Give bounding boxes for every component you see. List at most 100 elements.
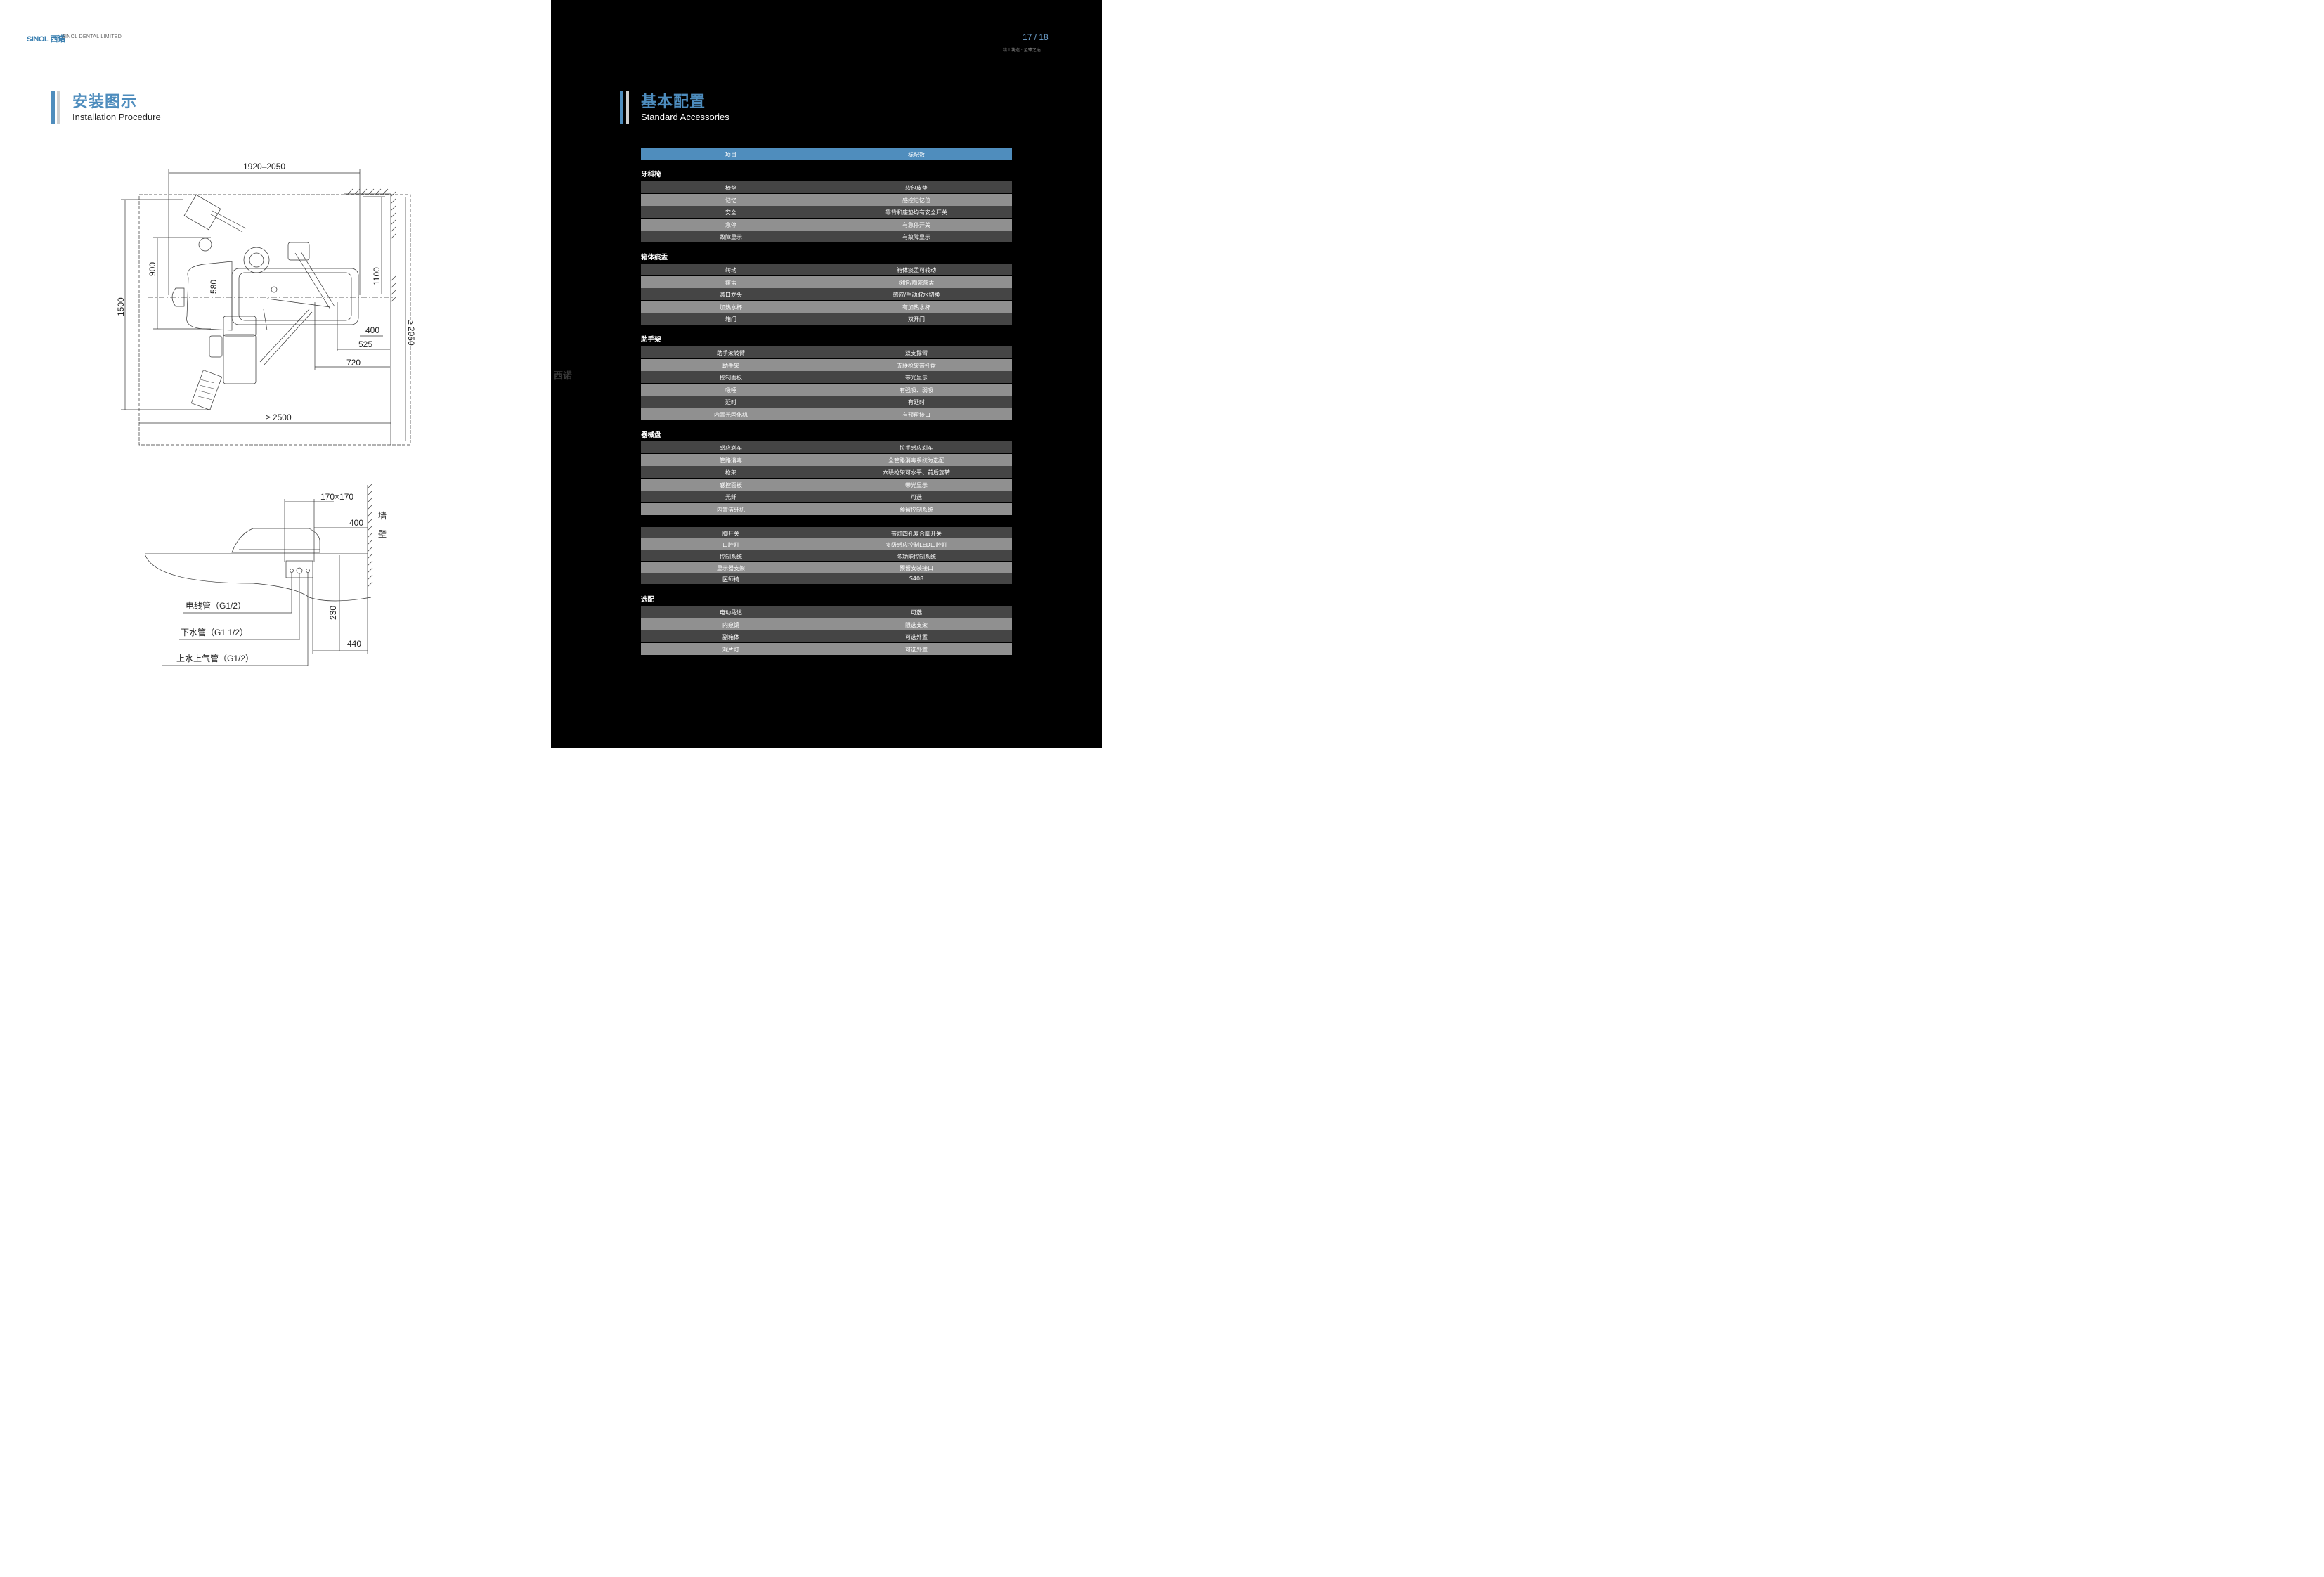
- item-standard: 靠背和座垫均有安全开关: [885, 209, 947, 216]
- category-title: 箱体痰盂: [641, 254, 668, 261]
- table-row: 口腔灯 多级感应控制LED口腔灯: [641, 538, 1012, 550]
- left-page: SINOL 西诺 SINOL DENTAL LIMITED 安装图示 Insta…: [0, 0, 551, 748]
- brand-logo: SINOL 西诺: [27, 35, 65, 44]
- dim-width-range: 1920–2050: [243, 162, 285, 171]
- item-standard: 有预留接口: [902, 412, 930, 418]
- table-row: 加热水杯 有加热水杯: [641, 300, 1012, 313]
- item-name: 助手架: [722, 362, 739, 369]
- table-row: 延时有延时: [641, 396, 1012, 408]
- item-name: 内置洁牙机: [717, 507, 745, 513]
- table-row: 内置洁牙机 预留控制系统: [641, 503, 1012, 515]
- item-standard: 双支撑臂: [905, 350, 928, 356]
- pipe-drain-label: 下水管（G1 1/2）: [181, 627, 248, 637]
- item-standard: 箱体痰盂可转动: [897, 267, 936, 273]
- table-row: 光纤可选: [641, 491, 1012, 503]
- header-item: 项目: [725, 152, 736, 158]
- item-standard: 限选支架: [905, 621, 928, 628]
- item-standard: 多级感应控制LED口腔灯: [885, 542, 947, 549]
- item-standard: 有加热水杯: [902, 304, 930, 311]
- accessories-title-en: Standard Accessories: [641, 112, 729, 122]
- table-row: 故障显示有故障显示: [641, 231, 1012, 243]
- table-row: 控制面板带光显示: [641, 371, 1012, 384]
- table-row: 痰盂树脂/陶瓷痰盂: [641, 275, 1012, 288]
- item-name: 内置光固化机: [714, 412, 748, 418]
- item-name: 管路消毒: [720, 457, 742, 464]
- table-row: 内置光固化机 有预留接口: [641, 408, 1012, 420]
- table-row: 枪架 六联枪架可水平、前后旋转: [641, 466, 1012, 479]
- table-row: 电动马达可选: [641, 606, 1012, 618]
- side-view-drawing: 170×170 400 墙 壁 230 440 电线管（G1/2） 下水管（G1…: [144, 483, 387, 666]
- table-row: 感应刹车拉手感应刹车: [641, 441, 1012, 453]
- table-row: 漱口龙头感应/手动取水切换: [641, 288, 1012, 301]
- section-bar: [620, 91, 623, 124]
- item-name: 加热水杯: [720, 304, 742, 311]
- item-name: 箱门: [725, 316, 736, 323]
- table-row: 急停有急停开关: [641, 218, 1012, 231]
- item-name: 控制系统: [720, 553, 742, 560]
- item-standard: 树脂/陶瓷痰盂: [898, 279, 935, 286]
- table-row: 医师椅 S408: [641, 573, 1012, 584]
- item-name: 枪架: [725, 469, 736, 476]
- pipe-power-label: 电线管（G1/2）: [186, 600, 246, 611]
- table-row: 助手架转臂 双支撑臂: [641, 346, 1012, 358]
- section-bar-light: [626, 91, 629, 124]
- item-standard: 预留控制系统: [900, 507, 933, 513]
- install-title-cn: 安装图示: [72, 93, 138, 111]
- item-name: 感控面板: [720, 481, 742, 488]
- item-name: 内窥镜: [722, 621, 739, 628]
- table-row: 感控面板带光显示: [641, 478, 1012, 491]
- dim-1100: 1100: [372, 267, 382, 285]
- item-name: 观片灯: [722, 646, 739, 653]
- item-standard: 双开门: [908, 316, 925, 323]
- item-standard: 多功能控制系统: [897, 553, 936, 560]
- item-name: 安全: [725, 209, 736, 216]
- brand-name: SINOL DENTAL LIMITED: [62, 34, 122, 39]
- item-name: 漱口龙头: [720, 292, 742, 299]
- item-standard: 感控记忆位: [902, 197, 930, 204]
- item-name: 显示器支架: [717, 564, 745, 571]
- item-name: 故障显示: [720, 234, 742, 241]
- wall-label-1: 墙: [378, 511, 387, 521]
- category-title: 助手架: [641, 336, 661, 344]
- table-row: 显示器支架 预留安装接口: [641, 561, 1012, 573]
- dim-720: 720: [346, 358, 361, 368]
- item-name: 口腔灯: [722, 542, 739, 549]
- table-row: 椅垫软包皮垫: [641, 181, 1012, 193]
- table-row: 安全 靠背和座垫均有安全开关: [641, 206, 1012, 219]
- table-row: 助手架 五联枪架带托盘: [641, 358, 1012, 371]
- wall-label-2: 壁: [378, 528, 387, 539]
- table-row: 副箱体 可选外置: [641, 630, 1012, 643]
- watermark: 西诺: [554, 371, 573, 382]
- item-standard: 预留安装接口: [900, 564, 933, 571]
- table-row: 控制系统 多功能控制系统: [641, 550, 1012, 562]
- dim-525: 525: [358, 339, 372, 349]
- category-title: 选配: [641, 596, 655, 604]
- dim-box: 170×170: [320, 492, 353, 502]
- table-row: 吸唾有强吸、弱吸: [641, 383, 1012, 396]
- dim-400: 400: [365, 325, 379, 335]
- item-standard: S408: [909, 576, 924, 583]
- category-title: 器械盘: [641, 431, 661, 439]
- page-number: 17 / 18: [1023, 32, 1049, 42]
- table-row: 记忆 感控记忆位: [641, 193, 1012, 206]
- dim-2050: ≥ 2050: [406, 320, 416, 346]
- item-name: 助手架转臂: [717, 350, 745, 356]
- item-name: 转动: [725, 267, 736, 273]
- item-name: 记忆: [725, 197, 736, 204]
- item-name: 副箱体: [722, 634, 739, 641]
- item-name: 电动马达: [720, 609, 742, 616]
- item-standard: 可选: [911, 494, 922, 501]
- item-standard: 可选外置: [905, 646, 928, 653]
- item-name: 延时: [725, 399, 736, 406]
- item-standard: 带光显示: [905, 375, 928, 382]
- item-standard: 五联枪架带托盘: [897, 362, 936, 369]
- install-title-en: Installation Procedure: [72, 112, 161, 122]
- item-name: 吸唾: [725, 387, 736, 394]
- category-title: 牙科椅: [641, 171, 661, 179]
- table-row: 观片灯 可选外置: [641, 642, 1012, 655]
- header-standard: 标配数: [908, 152, 925, 158]
- item-name: 医师椅: [722, 576, 739, 583]
- item-standard: 可选外置: [905, 634, 928, 641]
- page-slogan: 精工铸造 · 至臻之选: [1003, 48, 1041, 53]
- item-standard: 六联枪架可水平、前后旋转: [883, 469, 950, 476]
